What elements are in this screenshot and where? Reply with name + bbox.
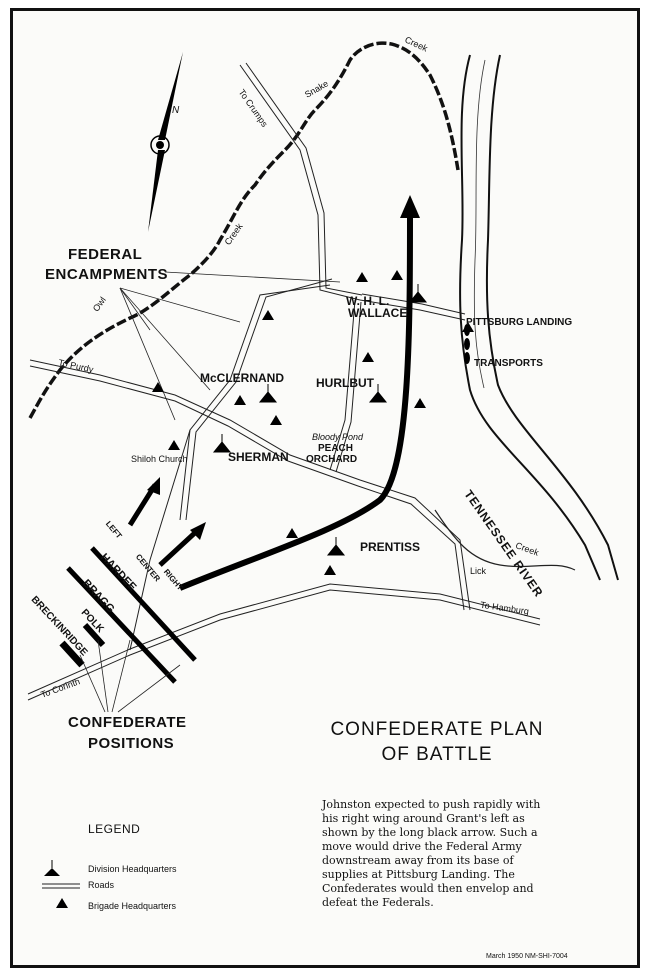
transports-label: TRANSPORTS bbox=[474, 358, 543, 369]
main-arrow-head bbox=[400, 195, 420, 218]
prentiss-label: PRENTISS bbox=[360, 540, 421, 554]
tennessee-river bbox=[459, 54, 619, 581]
roads bbox=[27, 62, 541, 701]
footer-code: March 1950 NM-SHI-7004 bbox=[486, 953, 568, 960]
center-wing-arrow-head bbox=[190, 522, 206, 540]
bloody-pond-label: Bloody Pond bbox=[312, 432, 364, 442]
map-frame bbox=[10, 8, 640, 968]
mcclernand-label: McCLERNAND bbox=[200, 371, 284, 385]
lick-label: Lick bbox=[470, 566, 487, 576]
confederate-lines bbox=[59, 546, 197, 684]
federal-encampments-label-2: ENCAMPMENTS bbox=[45, 266, 169, 283]
sherman-label: SHERMAN bbox=[228, 450, 289, 464]
confederate-positions-label-2: POSITIONS bbox=[88, 735, 175, 752]
shiloh-church-label: Shiloh Church bbox=[131, 454, 188, 464]
description-text: Johnston expected to push rapidly with h… bbox=[322, 798, 541, 909]
legend-title: LEGEND bbox=[88, 822, 141, 836]
division-headquarters bbox=[212, 284, 428, 556]
map-title: CONFEDERATE PLAN bbox=[330, 719, 544, 740]
owl-snake-creek bbox=[28, 41, 460, 419]
center-wing-arrow bbox=[158, 528, 200, 567]
main-attack-arrow bbox=[178, 209, 413, 591]
left-wing-arrow-head bbox=[147, 477, 160, 495]
wallace-label-2: WALLACE bbox=[348, 306, 408, 320]
map-title-2: OF BATTLE bbox=[381, 744, 493, 765]
pittsburg-landing-label: PITTSBURG LANDING bbox=[466, 317, 573, 328]
legend-division-hq: Division Headquarters bbox=[88, 864, 177, 874]
federal-encampments-label: FEDERAL bbox=[68, 246, 143, 263]
peach-orchard-label-2: ORCHARD bbox=[306, 454, 358, 465]
left-wing-arrow bbox=[127, 483, 158, 527]
legend-roads: Roads bbox=[88, 880, 115, 890]
legend-icons bbox=[42, 860, 80, 908]
peach-orchard-label: PEACH bbox=[318, 443, 354, 454]
lick-creek bbox=[434, 509, 576, 571]
transports bbox=[464, 324, 470, 364]
legend-brigade-hq: Brigade Headquarters bbox=[88, 901, 177, 911]
confederate-pointer-lines bbox=[79, 639, 181, 713]
compass-north-label: N bbox=[172, 105, 180, 116]
hurlbut-label: HURLBUT bbox=[316, 376, 374, 390]
confederate-positions-label: CONFEDERATE bbox=[68, 714, 187, 731]
wallace-label: W. H. L. bbox=[346, 294, 390, 308]
federal-pointer-lines bbox=[119, 271, 341, 421]
compass-rose bbox=[148, 52, 183, 232]
